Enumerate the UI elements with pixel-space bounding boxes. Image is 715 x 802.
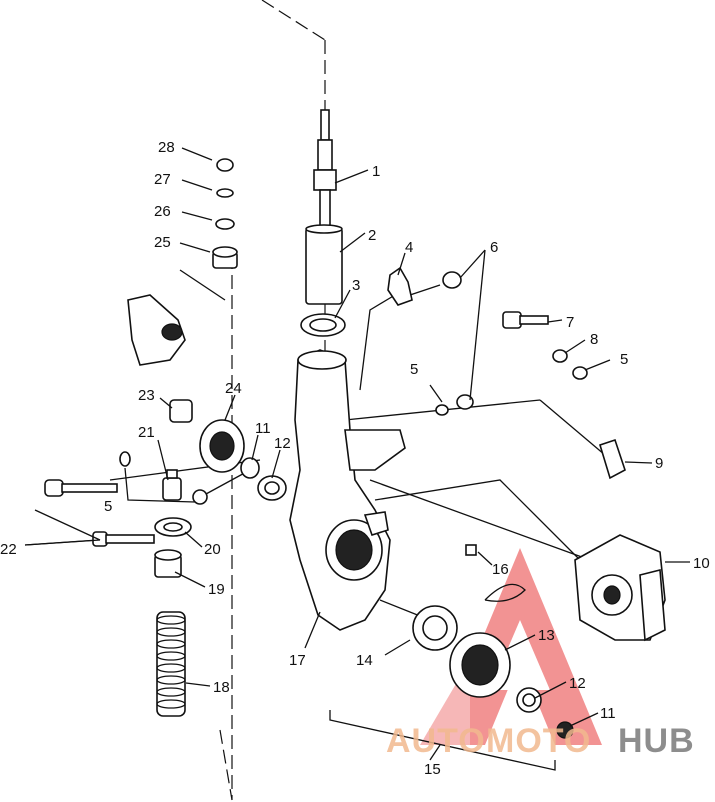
callout-18: 18 (213, 679, 230, 696)
callout-15: 15 (424, 761, 441, 778)
callout-11-upper: 11 (255, 420, 271, 437)
nut-19 (154, 549, 182, 578)
strut-body (305, 224, 343, 305)
callout-20: 20 (204, 541, 221, 558)
callout-5-right: 5 (620, 351, 628, 368)
callout-10: 10 (693, 555, 710, 572)
watermark-part-hub: HUB (618, 722, 695, 760)
callout-7: 7 (566, 314, 574, 331)
bearing-set-lower (412, 605, 574, 739)
callout-24: 24 (225, 380, 242, 397)
coil-spring (156, 611, 186, 717)
leader-lines (24, 147, 690, 727)
callout-16: 16 (492, 561, 509, 578)
callout-17: 17 (289, 652, 306, 669)
wheel-hub (574, 534, 666, 642)
callout-6: 6 (490, 239, 498, 256)
top-hardware-stack (212, 158, 238, 269)
fitting-21 (162, 469, 182, 501)
watermark-wordmark: AUTO MOTO HUB (386, 722, 695, 760)
callout-9: 9 (655, 455, 663, 472)
callout-11-lower: 11 (600, 705, 616, 722)
callout-labels: 1 2 3 4 6 7 8 5 5 5 9 10 11 11 12 12 13 … (0, 139, 710, 778)
callout-5-left: 5 (104, 498, 112, 515)
bearing-set-upper (199, 419, 287, 501)
strut-rod (313, 109, 337, 231)
strut-washer (300, 313, 346, 337)
block-9 (599, 438, 626, 480)
callout-22: 22 (0, 541, 17, 558)
callout-8: 8 (590, 331, 598, 348)
bushing-23 (169, 399, 193, 423)
callout-2: 2 (368, 227, 376, 244)
grease-fitting-16 (465, 544, 526, 602)
washer-20 (154, 517, 192, 537)
callout-27: 27 (154, 171, 171, 188)
washer-left (119, 451, 131, 467)
nut-6 (442, 271, 474, 410)
callout-21: 21 (138, 424, 155, 441)
callout-4: 4 (405, 239, 413, 256)
clip-bracket (387, 266, 413, 306)
watermark-part-moto: MOTO (486, 722, 591, 760)
bolt-7 (502, 311, 568, 363)
callout-23: 23 (138, 387, 155, 404)
upper-mount (127, 294, 186, 366)
callout-25: 25 (154, 234, 171, 251)
callout-14: 14 (356, 652, 373, 669)
callout-3: 3 (352, 277, 360, 294)
callout-28: 28 (158, 139, 175, 156)
washer-5 (192, 366, 588, 505)
callout-5-middle: 5 (410, 361, 418, 378)
bolts-22 (44, 479, 155, 547)
callout-12-upper: 12 (274, 435, 291, 452)
callout-12-lower: 12 (569, 675, 586, 692)
callout-19: 19 (208, 581, 225, 598)
callout-13: 13 (538, 627, 555, 644)
spindle-knuckle (289, 349, 406, 631)
callout-26: 26 (154, 203, 171, 220)
watermark-part-auto: AUTO (386, 722, 486, 760)
callout-1: 1 (372, 163, 380, 180)
